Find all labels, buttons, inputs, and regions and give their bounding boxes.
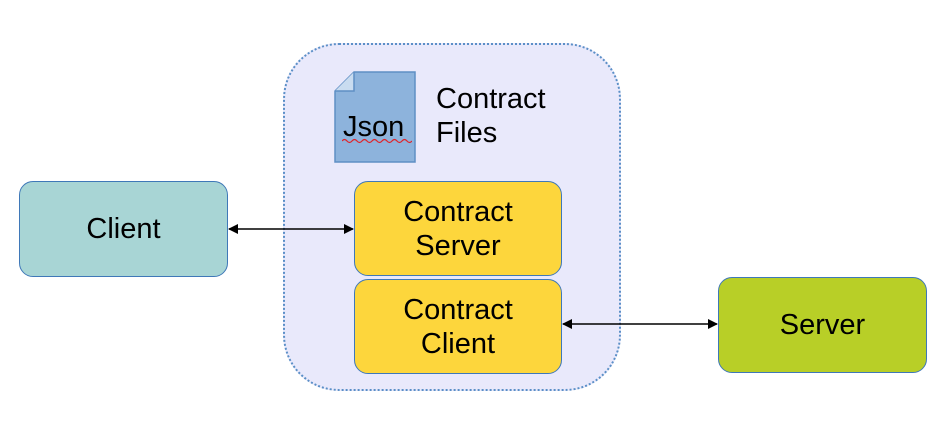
server-label: Server	[779, 309, 866, 341]
client-label: Client	[86, 213, 161, 245]
contract-files-line2: Files	[436, 117, 498, 149]
server-node: Server	[718, 277, 927, 373]
spellcheck-underline-icon	[342, 138, 412, 144]
contract-server-node: Contract Server	[354, 181, 562, 276]
contract-client-line2: Client	[420, 327, 496, 360]
json-label: Json	[343, 111, 405, 143]
contract-client-line1: Contract	[403, 293, 513, 326]
contract-client-node: Contract Client	[354, 279, 562, 374]
client-node: Client	[19, 181, 228, 277]
contract-server-line1: Contract	[403, 195, 513, 228]
contract-files-label: Contract Files	[436, 82, 546, 150]
contract-server-line2: Server	[415, 229, 501, 262]
contract-files-line1: Contract	[436, 83, 546, 115]
